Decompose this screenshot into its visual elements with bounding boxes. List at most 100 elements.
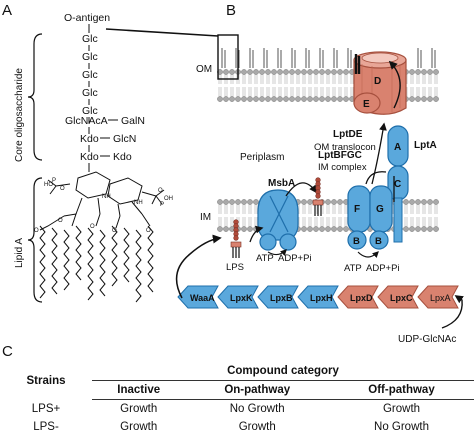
acyl-chain xyxy=(135,229,142,303)
panel-a-label: A xyxy=(2,2,12,19)
acyl-chain xyxy=(51,227,58,295)
enzyme-lpxh xyxy=(297,285,339,309)
lipid-a-brace xyxy=(27,177,43,303)
col-on-pathway: On-pathway xyxy=(185,380,330,400)
fatty-acyl-chains xyxy=(39,225,154,303)
svg-text:O: O xyxy=(112,228,117,234)
svg-text:O: O xyxy=(146,228,151,234)
kdo-label-2: Kdo xyxy=(80,151,99,163)
im-label: IM xyxy=(200,212,211,223)
msba xyxy=(257,189,299,251)
adp-label-msba: ADP+Pi xyxy=(278,253,312,264)
value-cell: Growth xyxy=(238,421,276,433)
col-off-pathway: Off-pathway xyxy=(329,380,474,400)
kdo-label-3: Kdo xyxy=(113,151,132,163)
svg-text:OH: OH xyxy=(164,196,173,202)
subunit-b-2: B xyxy=(375,236,382,247)
im-complex-label: IM complex xyxy=(318,162,367,173)
compound-table: Strains Compound category Inactive On-pa… xyxy=(0,362,474,436)
galn-label: GalN xyxy=(121,115,145,127)
kdo-label-1: Kdo xyxy=(80,133,99,145)
lptbfgc-label: LptBFGC xyxy=(318,150,362,161)
lptb-2: B xyxy=(369,230,389,250)
glc-label: Glc xyxy=(82,87,98,99)
acyl-chain xyxy=(87,227,94,301)
enzyme-lpxc xyxy=(377,285,419,309)
value-cell: No Growth xyxy=(229,403,285,415)
subunit-e: E xyxy=(363,99,370,110)
glc-label: Glc xyxy=(82,33,98,45)
subunit-a: A xyxy=(394,142,401,153)
lps-label: LPS xyxy=(226,262,244,273)
svg-text:NH: NH xyxy=(134,200,143,206)
lps-molecule-periplasm xyxy=(312,177,324,216)
svg-text:P: P xyxy=(52,178,56,184)
value-cell: Growth xyxy=(120,421,158,433)
svg-text:O: O xyxy=(34,228,39,234)
glc-label: Glc xyxy=(82,105,98,117)
enzyme-label: LpxD xyxy=(350,293,373,303)
acyl-chain xyxy=(39,225,46,299)
value-cell: No Growth xyxy=(374,421,429,433)
inner-membrane-bilayer xyxy=(217,199,439,232)
subunit-c: C xyxy=(394,179,401,190)
subunit-b-1: B xyxy=(353,236,360,247)
lptde-label: LptDE xyxy=(333,129,363,140)
enzyme-label: LpxH xyxy=(310,293,333,303)
acyl-chain xyxy=(123,227,130,283)
svg-text:O: O xyxy=(158,188,163,194)
enzyme-label: WaaA xyxy=(190,293,215,303)
lpta-label: LptA xyxy=(414,140,437,151)
compound-category-header: Compound category xyxy=(92,362,474,381)
enzyme-waaa xyxy=(177,285,219,309)
enzyme-lpxa xyxy=(417,285,459,309)
svg-text:P: P xyxy=(160,202,164,208)
svg-text:O: O xyxy=(90,224,95,230)
glc-label: Glc xyxy=(82,51,98,63)
enzyme-label: LpxC xyxy=(390,293,413,303)
core-brace xyxy=(27,33,43,161)
col-inactive: Inactive xyxy=(92,380,186,400)
o-antigen-label: O-antigen xyxy=(64,12,110,24)
acyl-chain xyxy=(75,225,82,281)
lptg: G xyxy=(369,185,393,233)
panel-c-label: C xyxy=(2,343,13,360)
glcnaca-label: GlcNAcA xyxy=(65,115,108,127)
adp-label-lptb: ADP+Pi xyxy=(366,263,400,274)
core-oligosaccharide-label: Core oligosaccharide xyxy=(14,68,25,162)
value-cell: Growth xyxy=(120,403,158,415)
enzyme-lpxb xyxy=(257,285,299,309)
atp-label-lptb: ATP xyxy=(344,263,362,274)
glcn-label: GlcN xyxy=(113,133,136,145)
table-row: LPS- Growth Growth No Growth xyxy=(0,418,474,436)
glc-label: Glc xyxy=(82,69,98,81)
acyl-chain xyxy=(99,229,106,297)
strain-table: Strains Compound category Inactive On-pa… xyxy=(0,362,474,442)
subunit-f: F xyxy=(354,204,360,215)
lptf: F xyxy=(347,185,371,233)
panel-b-label: B xyxy=(226,2,236,19)
msba-label: MsbA xyxy=(268,178,295,189)
enzyme-label: LpxA xyxy=(430,293,451,303)
enzyme-label: LpxK xyxy=(230,293,253,303)
enzyme-lpxd xyxy=(337,285,379,309)
subunit-g: G xyxy=(376,204,384,215)
lptb-1: B xyxy=(347,230,367,250)
lipid-a-label: Lipid A xyxy=(14,238,25,268)
lpta: A xyxy=(387,125,409,167)
acyl-chain xyxy=(147,225,154,293)
svg-text:HO: HO xyxy=(44,182,53,188)
acyl-chain xyxy=(111,225,118,287)
om-translocon-label: OM translocon xyxy=(314,142,376,153)
udp-glcnac-label: UDP-GlcNAc xyxy=(398,334,456,345)
acyl-chain xyxy=(63,229,70,291)
lptc: C xyxy=(387,165,409,243)
strain-cell: LPS+ xyxy=(31,402,61,415)
strains-header: Strains xyxy=(26,374,66,387)
svg-text:O: O xyxy=(58,218,63,224)
table-row: LPS+ Growth No Growth Growth xyxy=(0,400,474,419)
